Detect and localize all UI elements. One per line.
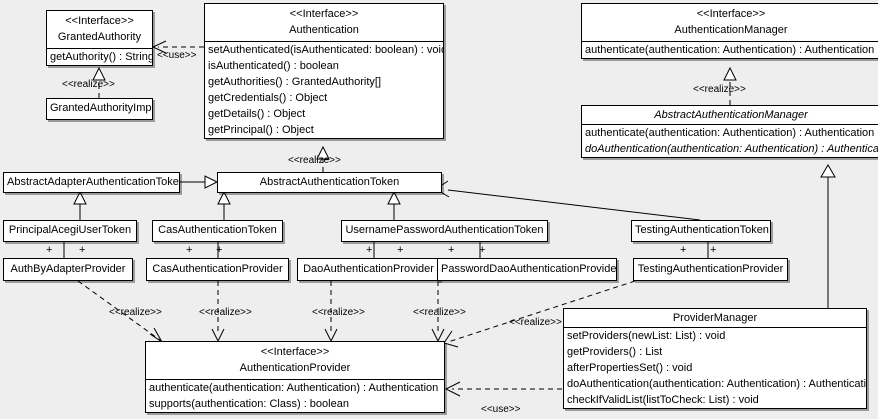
label-realize-granted-authority-impl: <<realize>> [62,79,115,90]
class-dao-authentication-provider[interactable]: DaoAuthenticationProvider [297,258,440,281]
assoc-plus-principal-right: + [79,244,86,256]
label-use-granted-authority: <<use>> [157,50,197,61]
arrowhead-generalize-provider-manager [820,164,836,178]
assoc-plus-cas-left: + [186,244,193,256]
method-do-authentication: doAuthentication(authentication: Authent… [585,143,878,155]
arrowhead-realize-abstract-auth-token [316,145,330,160]
assoc-plus-principal-left: + [46,244,53,256]
arrowhead-realize-authbyadapter [149,327,163,343]
assoc-plus-cas-right: + [216,244,223,256]
class-principal-acegi-user-token[interactable]: PrincipalAcegiUserToken [3,220,137,242]
provider-manager-methods: setProviders(newList: List) : void getPr… [564,327,866,408]
method-do-authentication: doAuthentication(authentication: Authent… [567,378,866,390]
method-after-properties-set: afterPropertiesSet() : void [567,362,693,374]
edge-realize-authbyadapter [77,280,161,341]
authentication-provider-name: AuthenticationProvider [239,362,351,374]
cas-authentication-token-name: CasAuthenticationToken [158,224,277,236]
class-password-dao-authentication-provider[interactable]: PasswordDaoAuthenticationProvider [437,258,617,281]
arrowhead-generalize-principal-acegi-user-token [73,190,87,205]
granted-authority-name: GrantedAuthority [57,31,142,43]
class-testing-authentication-token[interactable]: TestingAuthenticationToken [631,220,771,242]
class-cas-authentication-token[interactable]: CasAuthenticationToken [152,220,283,242]
authentication-manager-name: AuthenticationManager [674,24,788,36]
abstract-authentication-token-name: AbstractAuthenticationToken [259,176,400,188]
label-use-provider-manager: <<use>> [481,404,521,415]
label-realize-auth-manager: <<realize>> [693,84,746,95]
class-provider-manager[interactable]: ProviderManager setProviders(newList: Li… [563,308,867,409]
class-testing-authentication-provider[interactable]: TestingAuthenticationProvider [633,258,788,281]
class-auth-by-adapter-provider[interactable]: AuthByAdapterProvider [3,258,133,281]
label-realize-dao-provider: <<realize>> [312,307,365,318]
abstract-authentication-manager-name: AbstractAuthenticationManager [654,109,808,121]
method-authenticate: authenticate(authentication: Authenticat… [585,44,875,56]
username-password-authentication-token-name: UsernamePasswordAuthenticationToken [345,224,544,236]
class-granted-authority-impl[interactable]: GrantedAuthorityImpl [46,98,153,120]
class-abstract-adapter-authentication-token[interactable]: AbstractAdapterAuthenticationToken [3,172,180,193]
arrowhead-realize-auth-manager [723,66,737,81]
class-username-password-authentication-token[interactable]: UsernamePasswordAuthenticationToken [341,220,548,242]
method-get-principal: getPrincipal() : Object [208,124,314,136]
method-get-providers: getProviders() : List [567,346,663,358]
class-cas-authentication-provider[interactable]: CasAuthenticationProvider [146,258,289,281]
password-dao-authentication-provider-name: PasswordDaoAuthenticationProvider [441,263,616,275]
assoc-plus-testing-left: + [680,244,687,256]
label-realize-cas-provider: <<realize>> [199,307,252,318]
method-get-authority: getAuthority() : String [50,51,152,63]
granted-authority-stereotype: <<Interface>> [65,15,134,27]
method-get-details: getDetails() : Object [208,108,306,120]
testing-authentication-provider-name: TestingAuthenticationProvider [637,263,784,275]
authentication-manager-methods: authenticate(authentication: Authenticat… [582,41,878,58]
edge-generalize-testing-token [447,189,701,221]
abstract-adapter-authentication-token-name: AbstractAdapterAuthenticationToken [7,176,179,188]
label-realize-testing-provider: <<realize>> [509,317,562,328]
arrowhead-generalize-cas-token [217,190,231,205]
arrowhead-realize-granted-authority-impl [92,66,106,81]
arrowhead-generalize-username-password-token [387,190,401,205]
testing-authentication-token-name: TestingAuthenticationToken [635,224,769,236]
class-authentication[interactable]: <<Interface>> Authentication setAuthenti… [204,3,444,139]
label-realize-passworddao-provider: <<realize>> [413,307,466,318]
authentication-provider-methods: authenticate(authentication: Authenticat… [146,379,444,412]
class-granted-authority[interactable]: <<Interface>> GrantedAuthority getAuthor… [46,10,153,66]
arrowhead-realize-testing-provider [443,330,459,348]
authentication-provider-stereotype: <<Interface>> [260,346,330,358]
method-get-credentials: getCredentials() : Object [208,92,328,104]
granted-authority-impl-name: GrantedAuthorityImpl [50,102,152,114]
class-abstract-authentication-token[interactable]: AbstractAuthenticationToken [217,172,442,193]
assoc-plus-username-3: + [448,244,455,256]
method-check-if-valid-list: checkIfValidList(listToCheck: List) : vo… [567,394,759,406]
assoc-plus-username-1: + [366,244,373,256]
edge-realize-testing-provider [447,280,636,343]
method-authenticate: authenticate(authentication: Authenticat… [149,382,439,394]
provider-manager-name: ProviderManager [672,312,758,324]
authentication-stereotype: <<Interface>> [289,8,359,20]
assoc-plus-username-4: + [479,244,486,256]
authentication-manager-stereotype: <<Interface>> [696,8,766,20]
arrowhead-use-granted-authority [151,40,167,54]
method-set-authenticated: setAuthenticated(isAuthenticated: boolea… [208,44,443,56]
abstract-authentication-manager-methods: authenticate(authentication: Authenticat… [582,124,878,157]
class-authentication-provider[interactable]: <<Interface>> AuthenticationProvider aut… [145,341,445,413]
assoc-plus-testing-right: + [710,244,717,256]
cas-authentication-provider-name: CasAuthenticationProvider [152,263,283,275]
method-is-authenticated: isAuthenticated() : boolean [208,60,339,72]
method-authenticate: authenticate(authentication: Authenticat… [585,127,875,139]
authentication-methods: setAuthenticated(isAuthenticated: boolea… [205,41,443,138]
arrowhead-use-provider-manager [444,381,461,397]
assoc-plus-username-2: + [397,244,404,256]
class-abstract-authentication-manager[interactable]: AbstractAuthenticationManager authentica… [581,105,878,158]
class-authentication-manager[interactable]: <<Interface>> AuthenticationManager auth… [581,3,878,59]
label-realize-authbyadapter: <<realize>> [109,307,162,318]
auth-by-adapter-provider-name: AuthByAdapterProvider [10,263,126,275]
authentication-name: Authentication [289,24,359,36]
principal-acegi-user-token-name: PrincipalAcegiUserToken [8,224,132,236]
dao-authentication-provider-name: DaoAuthenticationProvider [303,263,434,275]
label-realize-abstract-auth-token: <<realize>> [288,155,341,166]
arrowhead-generalize-adapter-token [204,175,219,189]
method-supports: supports(authentication: Class) : boolea… [149,398,349,410]
method-get-authorities: getAuthorities() : GrantedAuthority[] [208,76,382,88]
granted-authority-methods: getAuthority() : String [47,48,152,65]
method-set-providers: setProviders(newList: List) : void [567,330,726,342]
